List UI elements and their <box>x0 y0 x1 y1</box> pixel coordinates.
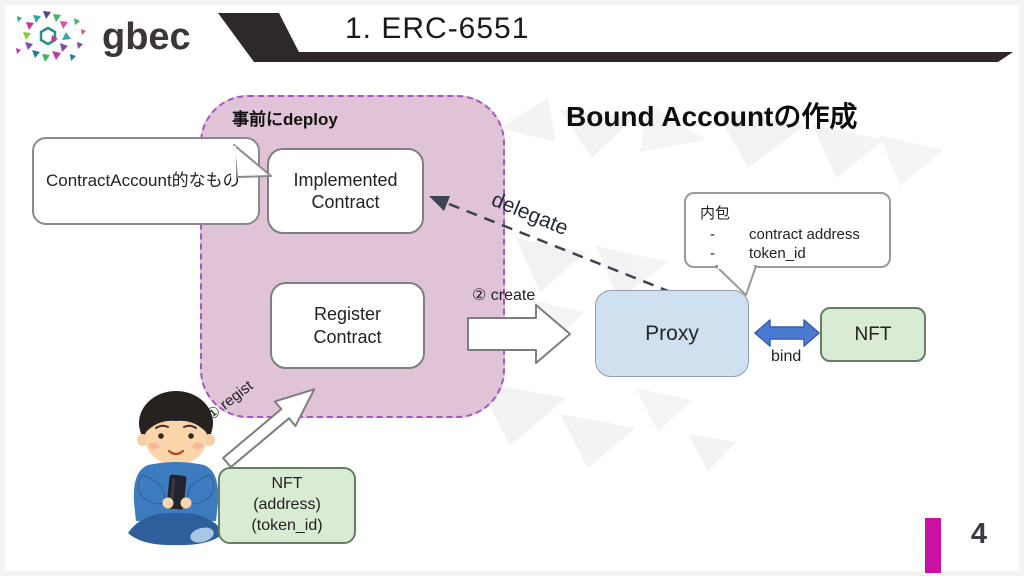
nft-detail-line: NFT <box>271 475 303 493</box>
proxy-label: Proxy <box>645 321 699 345</box>
regist-arrow <box>222 388 316 469</box>
naihou-item: - token_id <box>710 245 806 263</box>
bind-double-arrow <box>754 319 820 347</box>
create-arrow <box>467 304 571 364</box>
nft-label: NFT <box>854 323 892 345</box>
implemented-contract-box: Implemented Contract <box>267 148 424 234</box>
bullet-dash: - <box>710 226 715 243</box>
register-contract-label: Register Contract <box>313 304 382 347</box>
page-number: 4 <box>970 518 988 550</box>
title-banner-shape <box>218 13 1013 62</box>
logo-text: gbec <box>102 16 191 58</box>
naihou-item: - contract address <box>710 226 860 243</box>
implemented-contract-label: Implemented Contract <box>293 169 398 213</box>
accent-bar <box>925 518 941 573</box>
naihou-callout-tail <box>715 264 757 296</box>
speech-bubble: ContractAccount的なもの <box>32 137 260 225</box>
naihou-title: 内包 <box>700 205 731 222</box>
nft-box: NFT <box>820 307 926 362</box>
deploy-group-label: 事前にdeploy <box>232 110 338 129</box>
gbec-logo-icon <box>16 11 86 62</box>
speech-bubble-tail <box>231 144 272 178</box>
nft-detail-line: (address) <box>253 496 321 514</box>
speech-bubble-text: ContractAccount的なもの <box>46 170 240 190</box>
nft-detail-line: (token_id) <box>251 516 323 534</box>
register-contract-box: Register Contract <box>270 282 425 369</box>
create-label: ② create <box>472 287 536 304</box>
brand-logo: gbec <box>14 6 204 66</box>
bind-label: bind <box>771 348 802 365</box>
nft-detail-box: NFT (address) (token_id) <box>218 467 356 544</box>
person-illustration <box>128 391 224 546</box>
page-title: 1. ERC-6551 <box>345 12 530 45</box>
proxy-box: Proxy <box>595 290 749 377</box>
naihou-callout: 内包 - contract address - token_id <box>684 192 891 268</box>
bound-account-heading: Bound Accountの作成 <box>566 101 858 132</box>
bullet-dash: - <box>710 245 715 263</box>
